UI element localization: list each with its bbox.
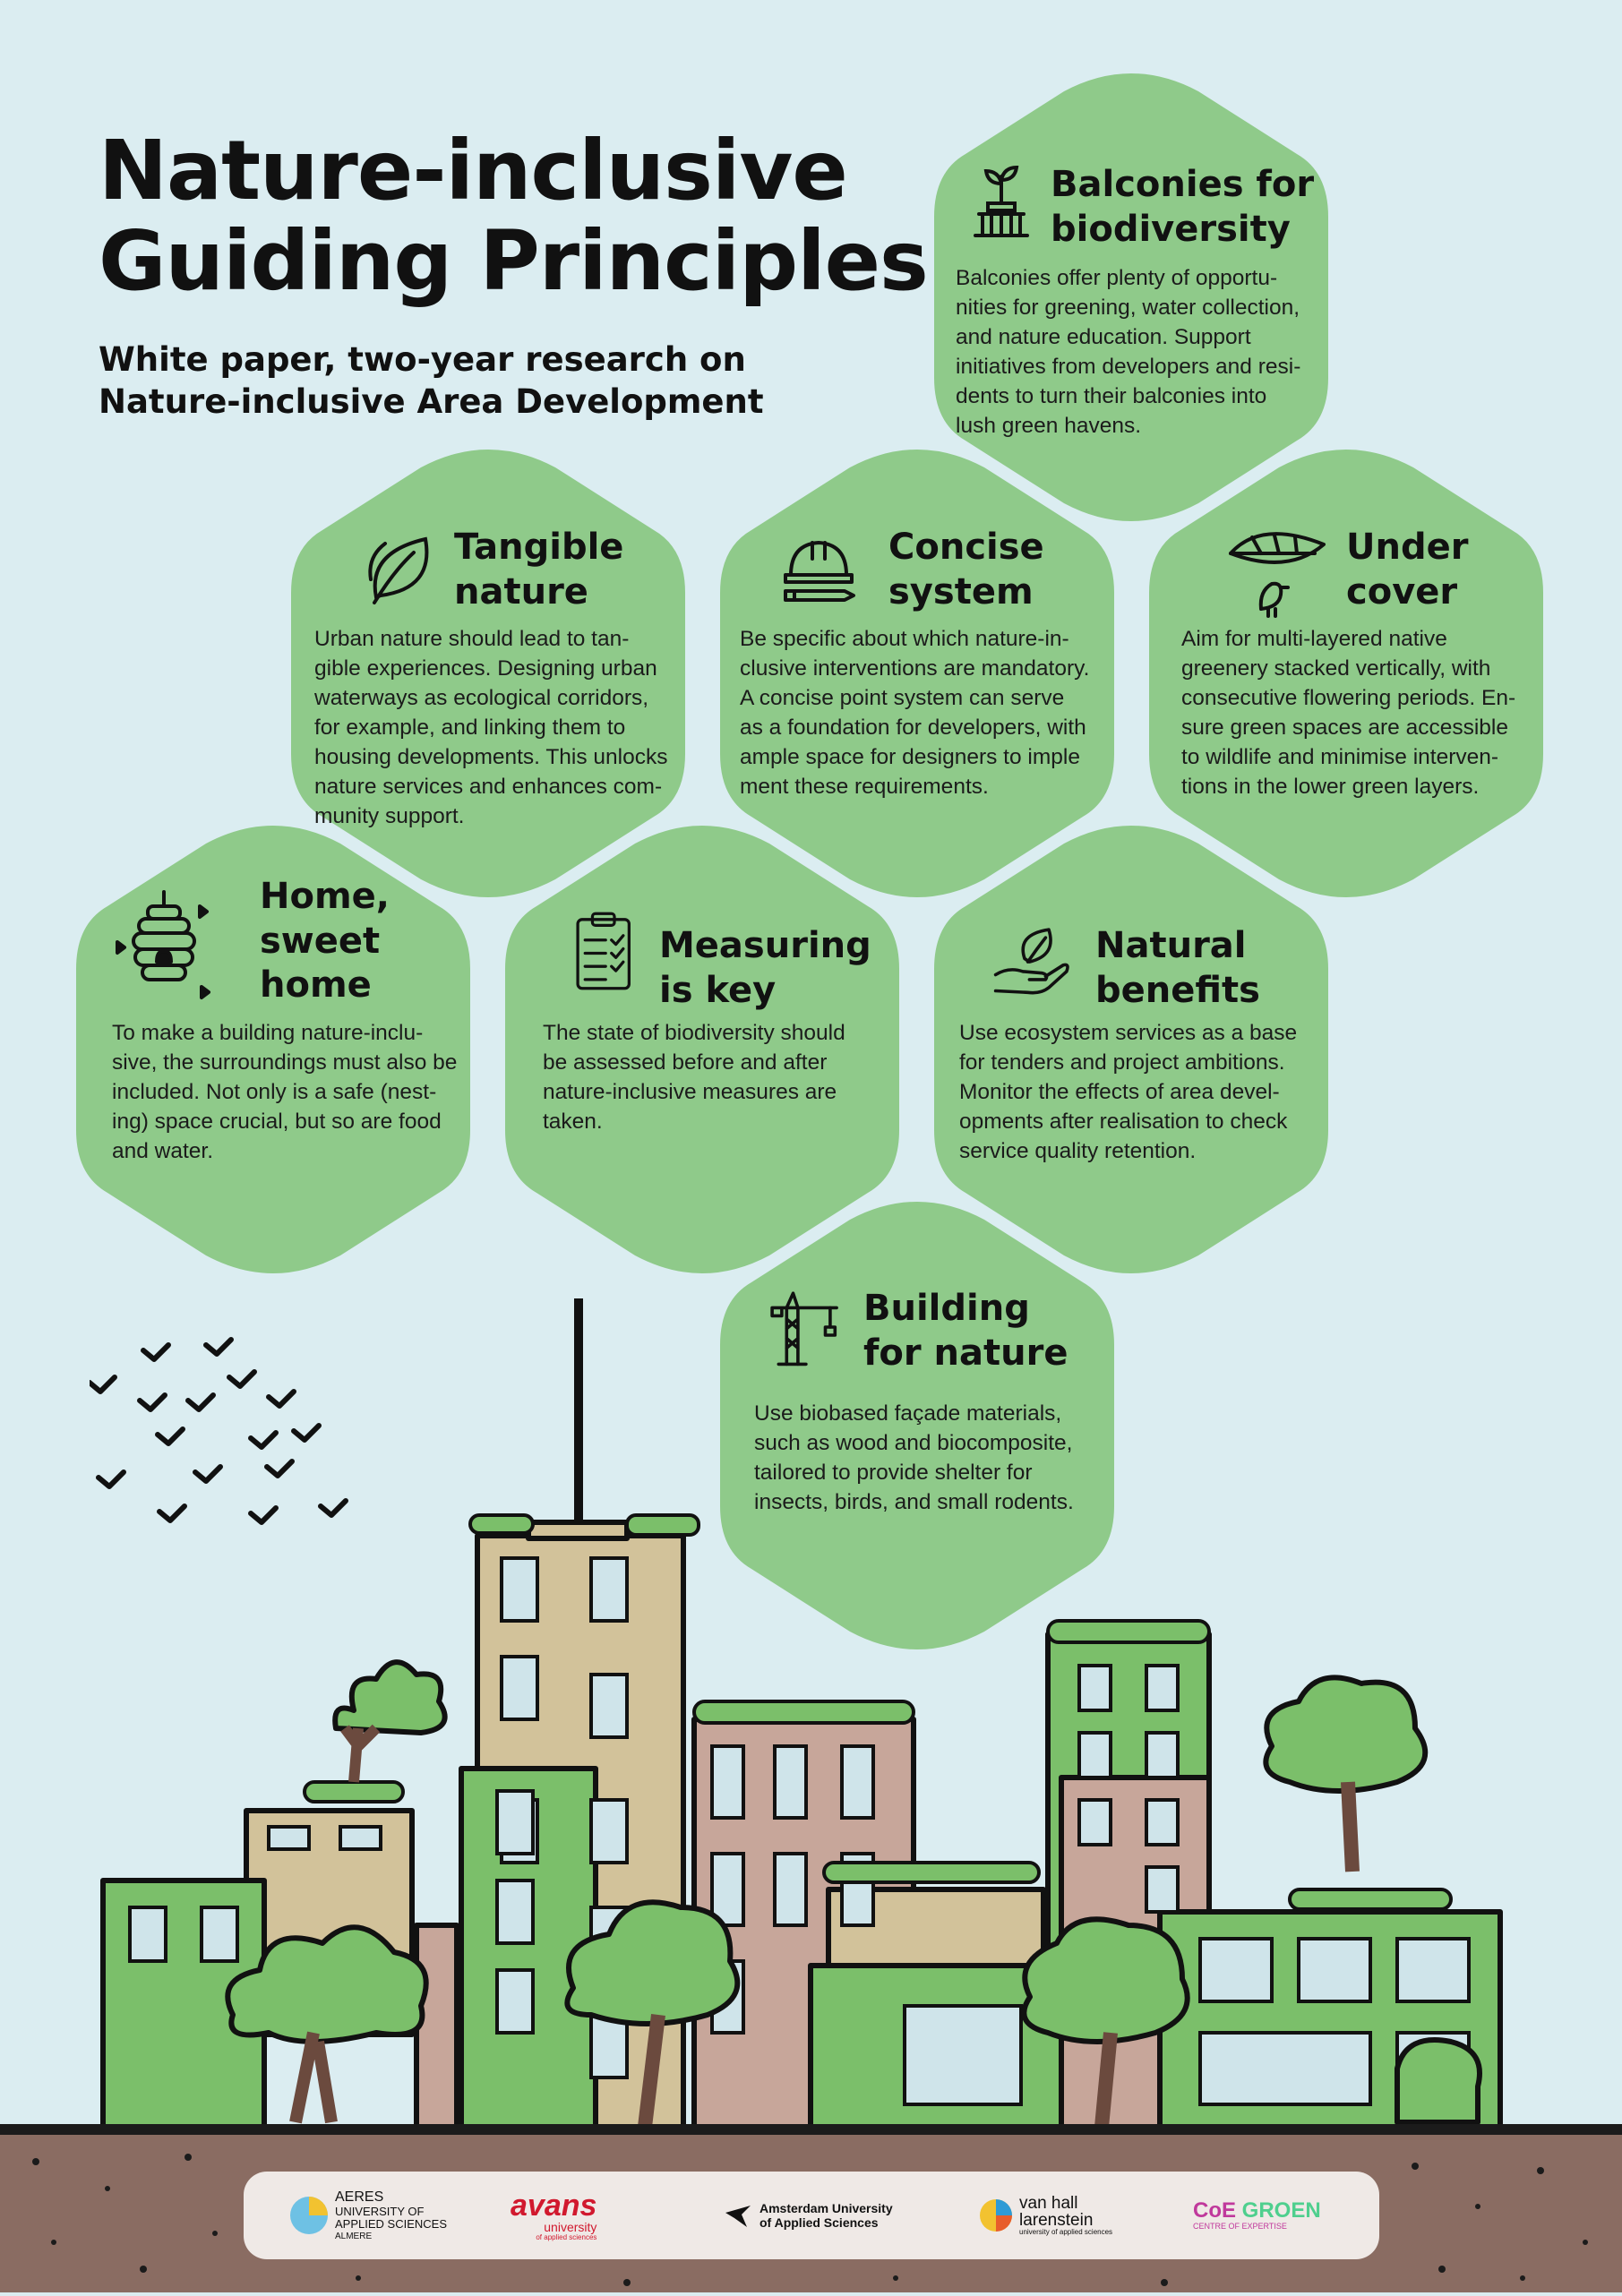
leaf-bird-icon <box>1229 532 1326 618</box>
logo-coe-groen: CoE GROEN CENTRE OF EXPERTISE <box>1193 2198 1321 2232</box>
principle-body: Use ecosystem services as a base for ten… <box>959 1021 1298 1164</box>
construction-crane-icon <box>770 1291 838 1366</box>
principle-body: Use biobased façade materials, such as w… <box>754 1401 1074 1515</box>
soil-dots <box>32 2154 1588 2286</box>
birds-flock-illustration <box>90 1337 348 1525</box>
hand-leaf-icon <box>993 928 1069 995</box>
principle-body: Aim for multi-layered native greenery st… <box>1181 627 1516 800</box>
page-title: Nature-inclusive Guiding Principles <box>99 123 929 310</box>
logo-amsterdam-university: Amsterdam University of Applied Sciences <box>724 2172 893 2259</box>
hardhat-pencil-icon <box>784 541 855 602</box>
van-hall-logo-icon <box>980 2199 1012 2232</box>
page-subtitle: White paper, two-year research on Nature… <box>99 340 764 422</box>
green-city-illustration <box>100 1298 1503 2129</box>
principle-body: Balconies offer plenty of opportu- nitie… <box>956 266 1301 439</box>
amsterdam-logo-icon <box>725 2206 751 2227</box>
principle-body: To make a building nature-inclu- sive, t… <box>112 1021 458 1164</box>
principle-body: The state of biodiversity should be asse… <box>543 1021 845 1135</box>
principle-body: Be specific about which nature-in- clusi… <box>740 627 1090 800</box>
plant-pot-icon <box>974 165 1029 237</box>
clipboard-checklist-icon <box>576 912 631 990</box>
principle-body: Urban nature should lead to tan- gible e… <box>314 627 668 829</box>
leaf-icon <box>368 536 429 604</box>
logo-van-hall-larenstein: van hall larenstein university of applie… <box>978 2172 1112 2259</box>
partner-logos-bar: AERES UNIVERSITY OF APPLIED SCIENCES ALM… <box>244 2172 1379 2259</box>
logo-aeres: AERES UNIVERSITY OF APPLIED SCIENCES ALM… <box>288 2172 447 2259</box>
logo-avans: avans university of applied sciences <box>511 2188 597 2241</box>
beehive-icon <box>116 890 210 999</box>
aeres-logo-icon <box>290 2197 328 2234</box>
